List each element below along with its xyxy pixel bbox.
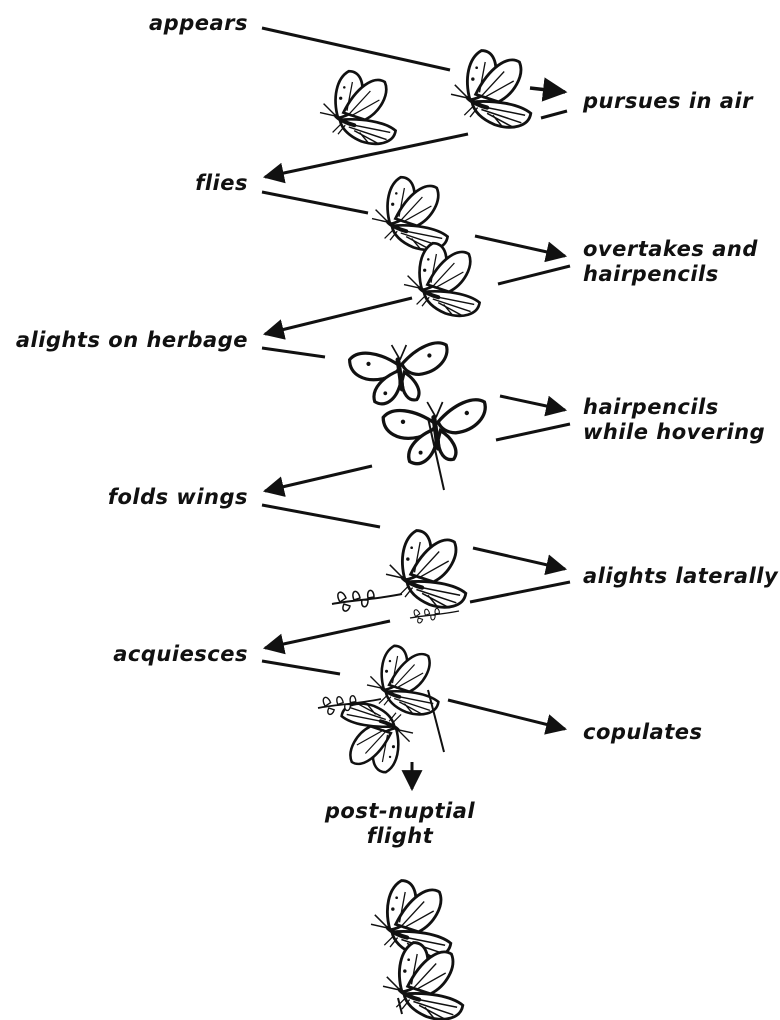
diagram-graphics: [0, 0, 780, 1020]
courtship-sequence-diagram: appears flies alights on herbage folds w…: [0, 0, 780, 1020]
